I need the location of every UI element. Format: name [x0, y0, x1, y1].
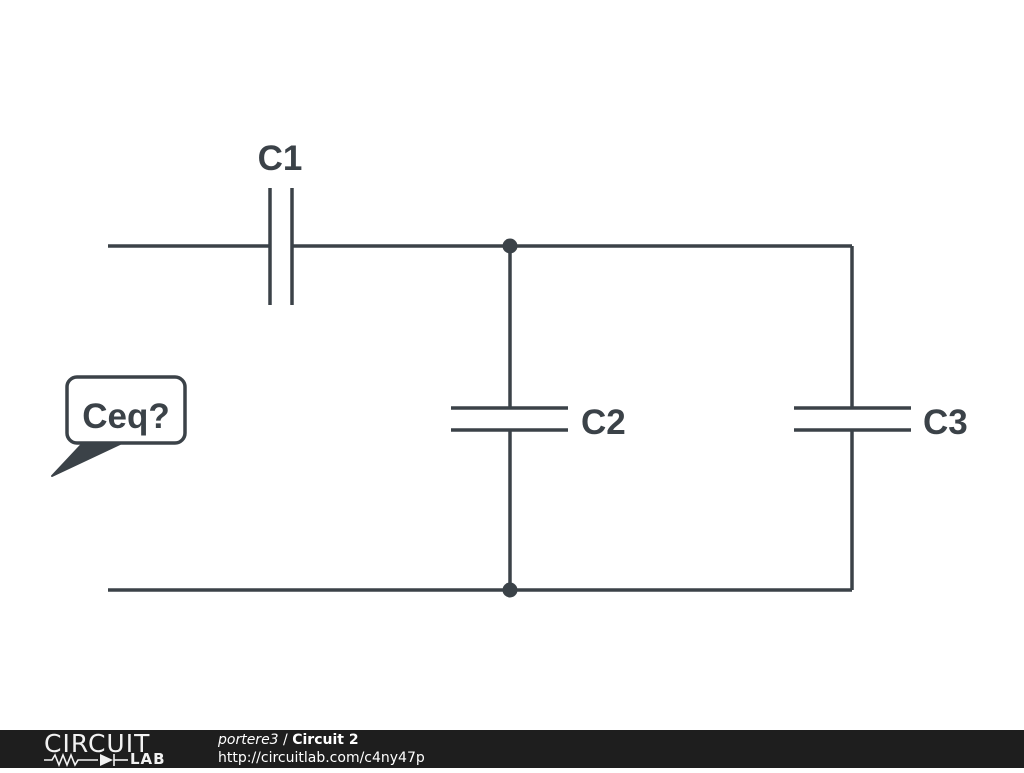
schematic-canvas: Ceq? C1 C2 C3: [51, 139, 968, 598]
footer-circuit-info: portere3 / Circuit 2: [218, 731, 359, 749]
c2-label: C2: [581, 403, 626, 442]
circuitlab-logo-symbol[interactable]: LAB: [44, 750, 176, 768]
footer-bar: CIRCUIT LAB portere3 / Circuit 2 http://…: [0, 730, 1024, 768]
circuit-url-link[interactable]: http://circuitlab.com/c4ny47p: [218, 750, 425, 766]
callout-text: Ceq?: [82, 397, 170, 436]
c1-label: C1: [258, 139, 303, 178]
path-separator: /: [278, 732, 293, 748]
junction-top: [502, 238, 518, 254]
junction-bottom: [502, 582, 518, 598]
circuit-title[interactable]: Circuit 2: [292, 732, 359, 748]
resistor-diode-icon: [44, 752, 128, 768]
logo-lab-text: LAB: [130, 750, 166, 768]
circuitlab-logo-text[interactable]: CIRCUIT: [44, 729, 151, 758]
callout-bubble: Ceq?: [51, 375, 187, 477]
c3-label: C3: [923, 403, 968, 442]
circuit-diagram: Ceq? C1 C2 C3: [51, 139, 968, 598]
author-link[interactable]: portere3: [218, 732, 279, 748]
